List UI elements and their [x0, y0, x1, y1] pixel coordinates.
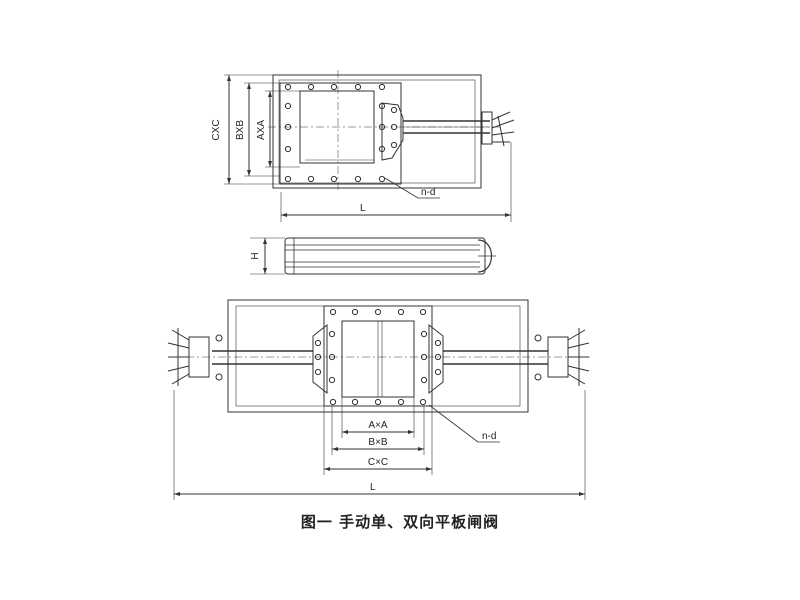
bolt-hole — [419, 398, 427, 406]
bottom-flange — [323, 305, 433, 407]
bottom-left-gusset — [312, 323, 328, 395]
top-flange — [279, 82, 402, 185]
bolt-hole — [397, 398, 405, 406]
bolt-hole — [307, 175, 315, 183]
bolt-hole — [354, 175, 362, 183]
bolt-hole — [434, 353, 442, 361]
side-view — [250, 237, 496, 275]
bolt-hole — [351, 308, 359, 316]
bolt-hole — [284, 102, 292, 110]
left-handwheel-icon — [167, 328, 190, 386]
top-inner-frame — [278, 79, 476, 184]
top-bolt-holes — [284, 83, 398, 183]
bolt-hole — [328, 330, 336, 338]
bolt-hole — [314, 353, 322, 361]
bolt-hole — [284, 145, 292, 153]
bolt-hole — [378, 175, 386, 183]
bottom-bolt-holes — [314, 308, 442, 406]
bolt-hole — [378, 123, 386, 131]
bolt-hole — [397, 308, 405, 316]
bolt-hole — [420, 353, 428, 361]
label-nd-bottom: n-d — [482, 431, 496, 442]
figure-caption: 图一 手动单、双向平板闸阀 — [300, 513, 500, 531]
bolt-hole — [330, 83, 338, 91]
label-cxc-bottom: C×C — [368, 457, 388, 468]
label-bxb-bottom: B×B — [368, 437, 388, 448]
right-handwheel-icon — [567, 328, 590, 386]
bottom-right-gusset — [428, 323, 444, 395]
bolt-hole — [329, 398, 337, 406]
bolt-hole — [374, 398, 382, 406]
label-axa: AXA — [256, 120, 267, 140]
label-nd-top: n-d — [421, 187, 435, 198]
top-handwheel-icon — [491, 111, 515, 147]
bolt-hole — [420, 330, 428, 338]
bolt-hole — [307, 83, 315, 91]
bolt-hole — [378, 145, 386, 153]
bolt-hole — [351, 398, 359, 406]
bolt-hole — [390, 123, 398, 131]
side-body — [284, 237, 486, 275]
label-axa-bottom: A×A — [368, 420, 388, 431]
top-actuator-housing — [481, 111, 493, 145]
bolt-hole — [378, 102, 386, 110]
bolt-hole — [314, 368, 322, 376]
label-bxb: BXB — [235, 120, 246, 140]
bolt-hole — [284, 123, 292, 131]
bolt-hole — [354, 83, 362, 91]
top-outer-frame — [272, 74, 482, 189]
bolt-hole — [390, 106, 398, 114]
label-l-bottom: L — [370, 482, 376, 493]
bolt-hole — [314, 339, 322, 347]
bolt-hole — [390, 141, 398, 149]
bolt-hole — [419, 308, 427, 316]
bottom-outer-frame — [227, 299, 529, 413]
bolt-hole — [328, 376, 336, 384]
label-cxc: CXC — [211, 119, 222, 140]
bolt-hole — [420, 376, 428, 384]
top-view — [224, 70, 515, 222]
bolt-hole — [434, 339, 442, 347]
bolt-hole — [374, 308, 382, 316]
bolt-hole — [378, 83, 386, 91]
bolt-hole — [284, 83, 292, 91]
bolt-hole — [330, 175, 338, 183]
label-h: H — [250, 252, 261, 259]
bottom-view — [167, 299, 590, 500]
label-l-top: L — [360, 203, 366, 214]
bolt-hole — [328, 353, 336, 361]
bolt-hole — [284, 175, 292, 183]
bolt-hole — [434, 368, 442, 376]
top-gusset — [381, 102, 404, 161]
bolt-hole — [329, 308, 337, 316]
